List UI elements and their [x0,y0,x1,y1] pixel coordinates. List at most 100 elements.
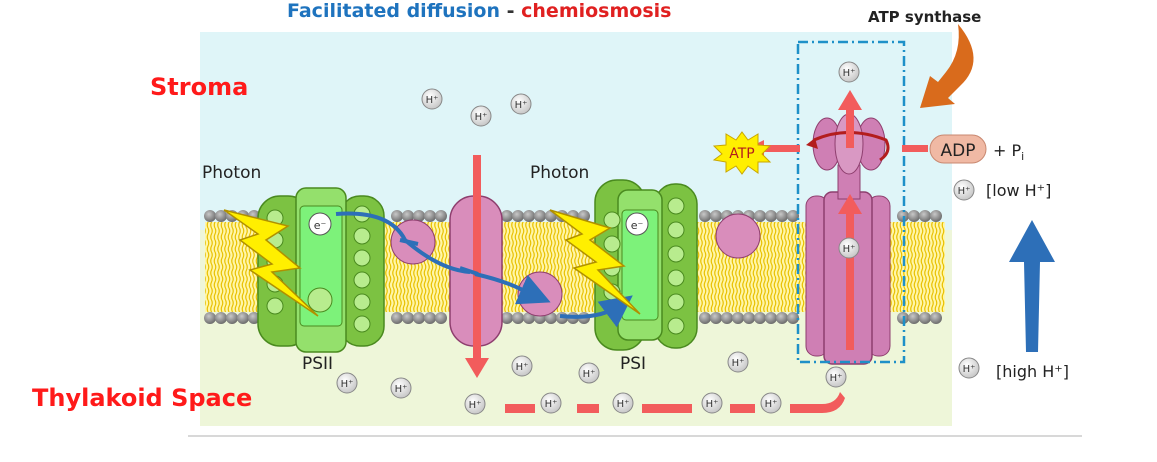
proton-particle: H⁺ [336,372,358,394]
orange-curved-arrow [920,24,974,108]
proton-particle: H⁺ [464,393,486,415]
high-h-label: [high H⁺] [996,362,1069,381]
lipid-head [776,312,788,324]
svg-text:e⁻: e⁻ [314,219,327,232]
lipid-head [908,312,920,324]
adp-pill [929,134,987,164]
lipid-head [413,210,425,222]
photon-left-label: Photon [202,163,262,183]
lipid-head [534,210,546,222]
lipid-head [787,210,799,222]
atp-starburst [712,131,772,175]
proton-particle: H⁺ [953,179,975,201]
proton-particle: H⁺ [390,377,412,399]
lipid-head [391,312,403,324]
lipid-head [721,312,733,324]
lipid-head [699,312,711,324]
lipid-head [710,210,722,222]
lipid-head [787,312,799,324]
title-chemiosmosis: chemiosmosis [521,0,672,22]
lipid-head [699,210,711,222]
proton-particle: H⁺ [727,351,749,373]
proton-label: H⁺ [963,364,976,375]
electron-transport-arrow [335,211,620,317]
lipid-head [710,312,722,324]
lipid-head [204,210,216,222]
proton-particle: H⁺ [838,61,860,83]
protons: H⁺ H⁺ H⁺ H⁺ H⁺ H⁺ H⁺ H⁺ H⁺ H⁺ H⁺ H⁺ H⁺ H⁺ H⁺ H⁺ H⁺ H⁺ [336,61,980,415]
blue-up-arrow [1009,220,1055,352]
lipid-head [754,210,766,222]
lightning-bolt-right [549,209,641,315]
proton-label: H⁺ [765,399,778,410]
lipid-head [402,312,414,324]
lipid-head [512,210,524,222]
proton-label: H⁺ [426,95,439,106]
proton-label: H⁺ [516,362,529,373]
lipid-head [402,210,414,222]
proton-label: H⁺ [732,358,745,369]
plastocyanin [517,271,563,317]
ferredoxin [715,213,761,259]
lipid-head [391,210,403,222]
proton-label: H⁺ [706,399,719,410]
lipid-head [237,312,249,324]
plus-pi-label: + Pi [993,141,1024,163]
lightning-bolt-left [223,209,319,317]
lipid-head [908,210,920,222]
lipid-head [512,312,524,324]
proton-particle: H⁺ [421,88,443,110]
electron-left: e⁻ [308,212,332,236]
proton-particle: H⁺ [612,392,634,414]
photon-right-label: Photon [530,163,590,183]
lipid-head [226,312,238,324]
lipid-head [215,210,227,222]
lipid-head [413,312,425,324]
lipid-head [743,312,755,324]
proton-label: H⁺ [515,100,528,111]
stroma-label: Stroma [150,73,249,101]
title-facilitated-diffusion: Facilitated diffusion [287,0,501,22]
proton-particle: H⁺ [510,93,532,115]
electron-right: e⁻ [625,212,649,236]
proton-label: H⁺ [958,186,971,197]
low-h-label: [low H⁺] [986,181,1052,200]
lipid-head [930,210,942,222]
proton-particle: H⁺ [470,105,492,127]
proton-label: H⁺ [583,369,596,380]
proton-label: H⁺ [545,399,558,410]
proton-label: H⁺ [617,399,630,410]
lipid-head [424,210,436,222]
proton-label: H⁺ [469,400,482,411]
psi-label: PSI [620,354,647,374]
title-separator: - [500,0,522,22]
atp-label: ATP [729,146,754,162]
lipid-head [215,312,227,324]
thylakoid-space-label: Thylakoid Space [32,384,253,412]
adp-label: ADP [941,141,976,161]
proton-label: H⁺ [395,384,408,395]
diagram-title: Facilitated diffusion - chemiosmosis [287,0,671,22]
lipid-head [765,210,777,222]
proton-particle: H⁺ [760,392,782,414]
lipid-head [435,312,447,324]
lipid-head [919,312,931,324]
proton-particle: H⁺ [511,355,533,377]
lipid-head [765,312,777,324]
proton-particle: H⁺ [838,237,860,259]
lipid-head [501,312,513,324]
proton-particle: H⁺ [701,392,723,414]
lipid-head [919,210,931,222]
lipid-head [248,312,260,324]
proton-label: H⁺ [830,373,843,384]
proton-particle: H⁺ [540,392,562,414]
lipid-head [732,312,744,324]
lipid-head [754,312,766,324]
atp-synthase-label: ATP synthase [868,8,982,26]
lipid-head [523,210,535,222]
lipid-head [501,210,513,222]
proton-particle: H⁺ [825,366,847,388]
proton-label: H⁺ [843,68,856,79]
proton-label: H⁺ [341,379,354,390]
